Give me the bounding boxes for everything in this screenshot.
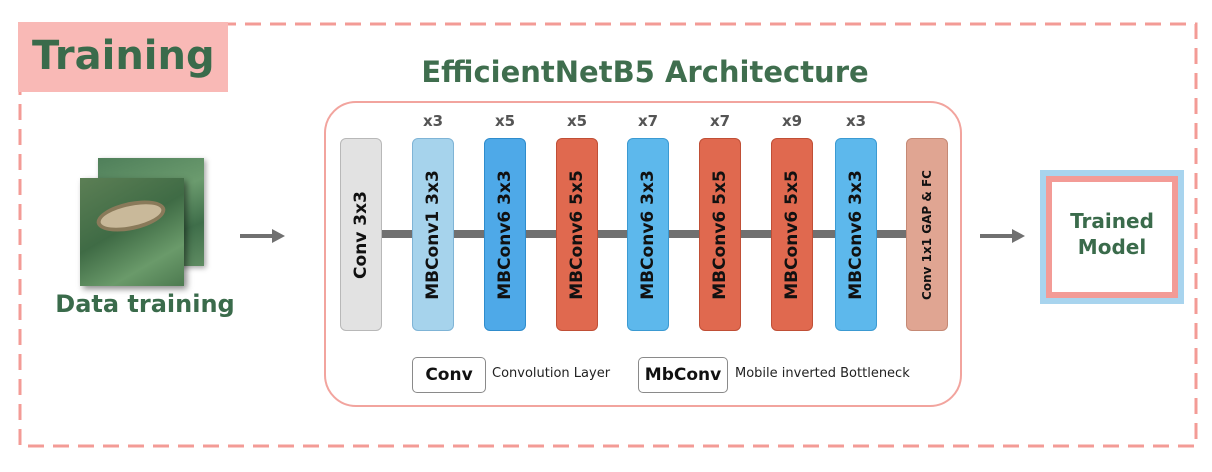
layer-label: Conv 3x3 xyxy=(351,190,371,279)
architecture-title: EfficientNetB5 Architecture xyxy=(421,55,869,89)
layer-block: MBConv1 3x3 xyxy=(412,138,454,331)
legend-conv-swatch: Conv xyxy=(412,357,486,393)
layer-label: MBConv6 3x3 xyxy=(846,169,866,300)
repeat-label: x5 xyxy=(494,112,516,130)
repeat-label: x5 xyxy=(566,112,588,130)
trained-model-label: Trained Model xyxy=(1052,208,1172,260)
layer-block: MBConv6 5x5 xyxy=(556,138,598,331)
layer-label: MBConv6 5x5 xyxy=(782,169,802,300)
output-arrow-icon xyxy=(980,229,1025,243)
layer-block: MBConv6 5x5 xyxy=(771,138,813,331)
trained-model-line2: Model xyxy=(1077,235,1147,259)
repeat-label: x3 xyxy=(845,112,867,130)
layer-label: MBConv6 5x5 xyxy=(710,169,730,300)
repeat-label: x7 xyxy=(709,112,731,130)
layer-block: Conv 3x3 xyxy=(340,138,382,331)
layer-label: MBConv6 3x3 xyxy=(638,169,658,300)
training-frame xyxy=(18,22,1198,448)
leaf-image-icon xyxy=(80,178,184,286)
legend-conv-text: Convolution Layer xyxy=(492,366,611,381)
input-arrow-icon xyxy=(240,229,285,243)
training-badge xyxy=(18,22,228,92)
trained-model-frame-inner xyxy=(1052,182,1172,292)
layer-block: MBConv6 3x3 xyxy=(835,138,877,331)
layer-label: Conv 1x1 GAP & FC xyxy=(920,169,934,300)
legend-mbconv-swatch: MbConv xyxy=(638,357,728,393)
legend-mbconv-key: MbConv xyxy=(644,365,722,385)
repeat-label: x9 xyxy=(781,112,803,130)
trained-model-line1: Trained xyxy=(1070,209,1154,233)
legend-mbconv-text: Mobile inverted Bottleneck xyxy=(735,366,910,381)
leaf-lesion xyxy=(98,199,164,233)
layer-block: MBConv6 3x3 xyxy=(484,138,526,331)
data-training-label: Data training xyxy=(55,290,235,318)
training-label: Training xyxy=(32,33,215,79)
legend-conv-key: Conv xyxy=(425,365,473,385)
training-frame-border xyxy=(18,22,1198,448)
layer-label: MBConv6 5x5 xyxy=(567,169,587,300)
layer-block: Conv 1x1 GAP & FC xyxy=(906,138,948,331)
layer-label: MBConv6 3x3 xyxy=(495,169,515,300)
layer-block: MBConv6 3x3 xyxy=(627,138,669,331)
layer-block: MBConv6 5x5 xyxy=(699,138,741,331)
repeat-label: x7 xyxy=(637,112,659,130)
repeat-label: x3 xyxy=(422,112,444,130)
layer-label: MBConv1 3x3 xyxy=(423,169,443,300)
